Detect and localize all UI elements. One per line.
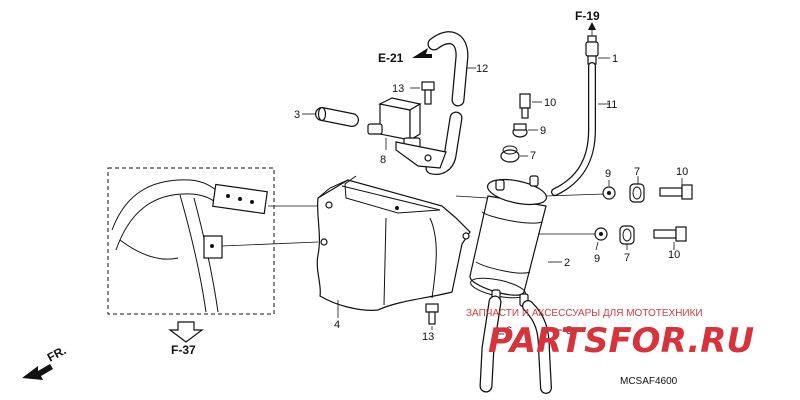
callout-13-bottom: 13	[422, 331, 434, 343]
frame-inset	[107, 167, 275, 315]
part-13-bolt-top	[410, 81, 435, 105]
callout-4: 4	[334, 319, 340, 331]
part-12-hose	[425, 31, 476, 175]
part-5-hose	[522, 300, 562, 394]
part-1-fitting	[585, 22, 610, 65]
part-9-washer-right-upper	[602, 180, 616, 200]
part-7-grommet-right-upper	[629, 176, 645, 203]
part-10-bolt-center	[519, 93, 542, 119]
callout-1: 1	[612, 53, 618, 65]
watermark-tagline: ЗАПЧАСТИ И АКСЕССУАРЫ ДЛЯ МОТОТЕХНИКИ	[466, 308, 703, 319]
callout-7-right-upper: 7	[634, 166, 640, 178]
callout-10-center: 10	[544, 97, 556, 109]
part-9-washer-center	[512, 123, 538, 138]
part-10-bolt-right-lower	[653, 226, 687, 250]
callout-11: 11	[606, 99, 617, 111]
callout-3: 3	[294, 109, 300, 121]
part-13-bolt-bottom	[425, 303, 439, 330]
f19-label: F-19	[575, 9, 600, 23]
callout-10-right-lower: 10	[668, 249, 680, 261]
callout-9-right-lower: 9	[594, 253, 600, 265]
front-direction-arrow: FR.	[22, 343, 68, 380]
part-4-cover	[316, 175, 471, 318]
part-7-grommet-right-lower	[619, 225, 635, 250]
callout-9-center: 9	[540, 125, 546, 137]
part-6-hose	[479, 295, 504, 393]
part-11-tube	[551, 62, 610, 196]
callout-9-right-upper: 9	[605, 168, 611, 180]
callout-13-top: 13	[392, 83, 404, 95]
f37-label: F-37	[171, 343, 196, 357]
e21-label: E-21	[378, 51, 404, 65]
f37-reference: F-37	[168, 321, 204, 357]
diagram-code: MCSAF4600	[620, 376, 678, 387]
fr-label: FR.	[45, 343, 69, 364]
callout-5: 5	[566, 325, 572, 337]
part-8-valve	[367, 97, 447, 169]
callout-8: 8	[380, 154, 386, 166]
callout-7-right-lower: 7	[624, 252, 630, 264]
callout-12: 12	[476, 63, 488, 75]
part-3-hose	[302, 106, 359, 127]
watermark-logo: PARTSFOR.RU	[488, 321, 754, 361]
part-9-washer-right-lower	[594, 227, 608, 251]
part-10-bolt-right-upper	[659, 178, 693, 200]
part-7-grommet-center	[500, 145, 528, 163]
callout-6: 6	[506, 325, 512, 337]
callout-10-right-upper: 10	[676, 166, 688, 178]
callout-7-center: 7	[530, 150, 536, 162]
e21-reference: E-21	[378, 48, 432, 65]
callout-2: 2	[564, 257, 570, 269]
part-2-canister	[469, 175, 562, 307]
